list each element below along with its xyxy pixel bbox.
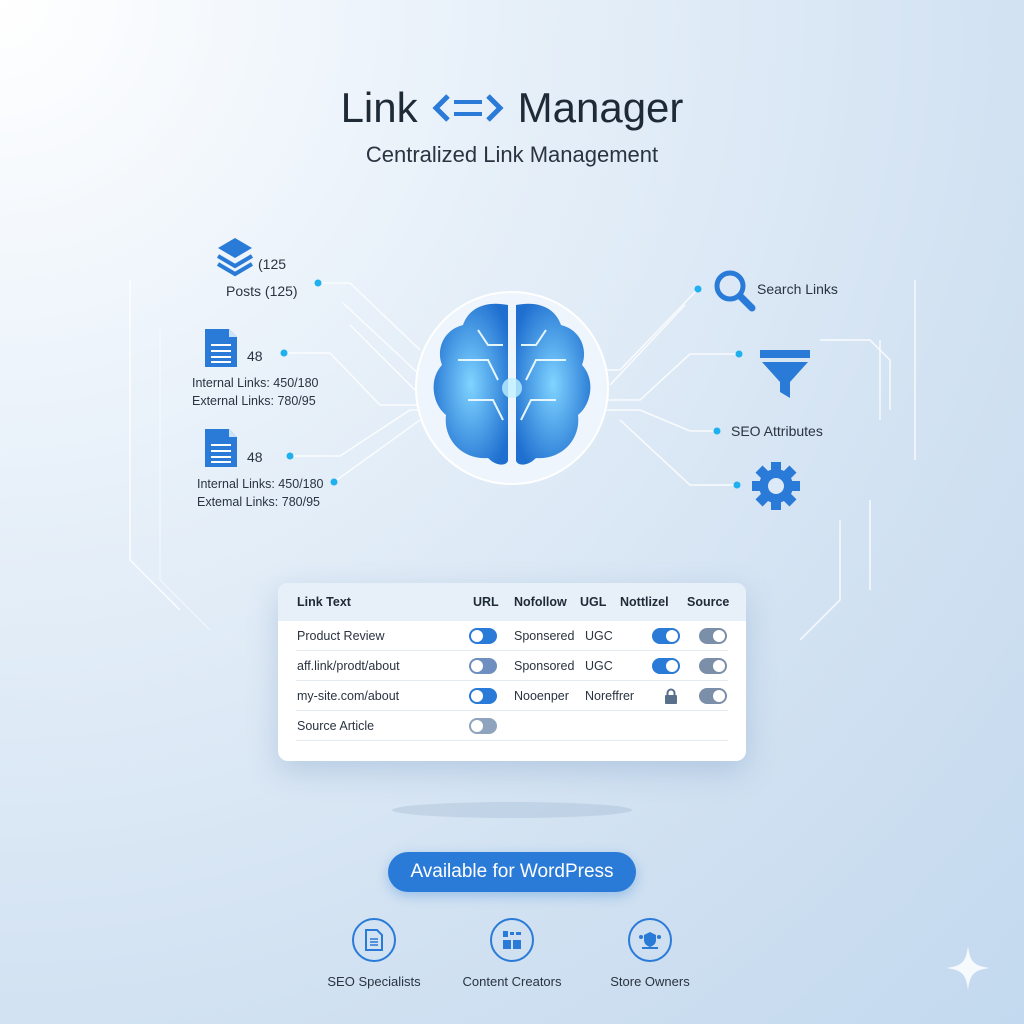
links-table: Link Text URL Nofollow UGL Nottlizel Sou… bbox=[278, 583, 746, 761]
gear-icon[interactable] bbox=[750, 460, 802, 512]
url-toggle[interactable] bbox=[469, 627, 497, 644]
subtitle: Centralized Link Management bbox=[365, 142, 659, 167]
posts-count: (125 bbox=[258, 256, 287, 272]
lock-icon bbox=[665, 688, 677, 704]
doc2-internal: Internal Links: 450/180 bbox=[197, 477, 324, 491]
table-row: aff.link/prodt/about Sponsored UGC bbox=[296, 651, 728, 681]
audience-content-creators: Content Creators bbox=[442, 918, 582, 989]
col-ugl: UGL bbox=[580, 595, 607, 609]
doc1-external: External Links: 780/95 bbox=[192, 394, 316, 408]
blocks-icon bbox=[490, 918, 534, 962]
audience-label: SEO Specialists bbox=[327, 974, 421, 989]
title-link: Link bbox=[340, 84, 418, 131]
col-nofollow: Nofollow bbox=[514, 595, 567, 609]
posts-label: Posts (125) bbox=[226, 283, 298, 299]
document-icon bbox=[205, 429, 237, 467]
search-links-label[interactable]: Search Links bbox=[757, 281, 838, 297]
source-toggle[interactable] bbox=[699, 687, 727, 704]
ugl-value: Noreffrer bbox=[585, 688, 635, 703]
title-manager: Manager bbox=[517, 84, 684, 131]
table-row: Product Review Sponsered UGC bbox=[296, 621, 728, 651]
audience-store-owners: Store Owners bbox=[580, 918, 720, 989]
document-icon bbox=[352, 918, 396, 962]
doc1-count: 48 bbox=[247, 348, 263, 364]
link-text: Source Article bbox=[297, 718, 375, 733]
url-toggle[interactable] bbox=[469, 657, 497, 674]
source-toggle[interactable] bbox=[699, 627, 727, 644]
table-header: Link Text URL Nofollow UGL Nottlizel Sou… bbox=[278, 583, 746, 621]
available-for-wordpress-button[interactable]: Available for WordPress bbox=[388, 852, 636, 892]
audience-seo-specialists: SEO Specialists bbox=[304, 918, 444, 989]
page-title: Link Manager bbox=[0, 84, 1024, 132]
audience-label: Content Creators bbox=[462, 974, 562, 989]
doc1-internal: Internal Links: 450/180 bbox=[192, 376, 319, 390]
url-toggle[interactable] bbox=[469, 717, 497, 734]
link-text: my-site.com/about bbox=[297, 688, 400, 703]
col-link-text: Link Text bbox=[297, 595, 351, 609]
ugl-value: UGC bbox=[585, 658, 613, 673]
audience-label: Store Owners bbox=[610, 974, 690, 989]
search-icon[interactable] bbox=[712, 268, 756, 314]
document-icon bbox=[205, 329, 237, 367]
code-brackets-icon bbox=[432, 94, 504, 122]
nottlizel-toggle[interactable] bbox=[652, 657, 680, 674]
nofollow-value: Nooenper bbox=[514, 688, 569, 703]
sparkle-icon bbox=[946, 946, 990, 990]
col-source: Source bbox=[687, 595, 730, 609]
table-row: my-site.com/about Nooenper Noreffrer bbox=[296, 681, 728, 711]
filter-icon[interactable] bbox=[758, 348, 812, 400]
shield-monitor-icon bbox=[628, 918, 672, 962]
nottlizel-toggle[interactable] bbox=[652, 627, 680, 644]
seo-attributes-label: SEO Attributes bbox=[731, 423, 823, 439]
doc2-external: Extemal Links: 780/95 bbox=[197, 495, 320, 509]
source-toggle[interactable] bbox=[699, 657, 727, 674]
col-nottlizel: Nottlizel bbox=[620, 595, 669, 609]
url-toggle[interactable] bbox=[469, 687, 497, 704]
layers-icon bbox=[216, 238, 254, 277]
ugl-value: UGC bbox=[585, 628, 613, 643]
col-url: URL bbox=[473, 595, 499, 609]
link-text: aff.link/prodt/about bbox=[297, 658, 400, 673]
nofollow-value: Sponsored bbox=[514, 658, 575, 673]
brain-icon bbox=[433, 303, 591, 465]
nofollow-value: Sponsered bbox=[514, 628, 575, 643]
link-text: Product Review bbox=[297, 628, 385, 643]
doc2-count: 48 bbox=[247, 449, 263, 465]
table-row: Source Article bbox=[296, 711, 728, 741]
